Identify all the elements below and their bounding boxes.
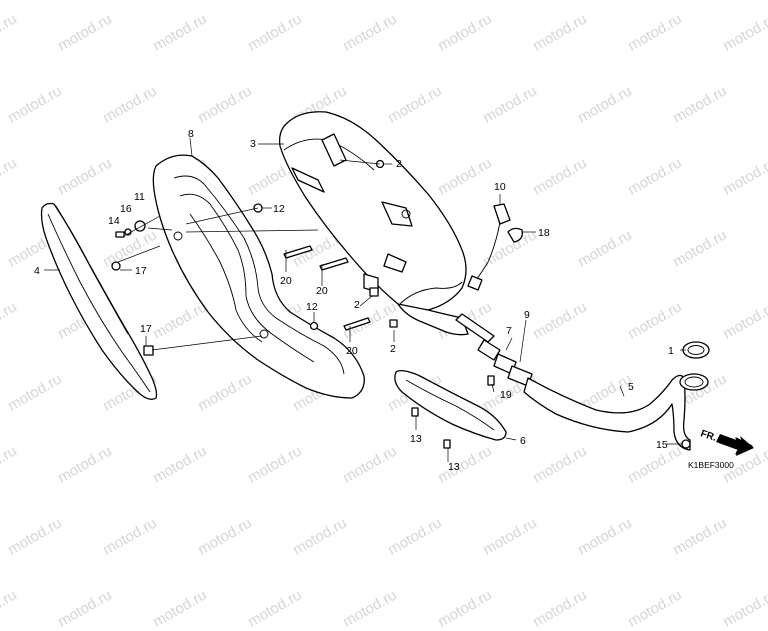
callout-2: 2 <box>396 158 402 170</box>
watermark-text: motod.ru <box>720 586 768 631</box>
direction-label: FR. <box>699 428 718 444</box>
callout-numbers: 3 2 8 12 11 16 14 4 17 20 20 2 12 17 20 … <box>34 128 674 473</box>
fasteners <box>111 159 691 449</box>
callout-13: 13 <box>448 461 460 473</box>
parts-diagram: motod.ru motod.ru motod.ru motod.ru motod.ru… <box>0 10 768 630</box>
callout-20: 20 <box>280 275 292 287</box>
callout-20: 20 <box>346 345 358 357</box>
callout-13: 13 <box>410 433 422 445</box>
callout-15: 15 <box>656 439 668 451</box>
watermark-text: motod.ru <box>55 586 115 631</box>
leader-lines <box>44 137 686 462</box>
callout-1: 1 <box>668 345 674 357</box>
callout-16: 16 <box>120 203 132 215</box>
muffler <box>278 111 469 336</box>
outer-cover <box>40 202 158 400</box>
watermark-text: motod.ru <box>530 586 590 631</box>
front-direction-arrow: FR. <box>699 428 754 456</box>
exhaust-pipe <box>455 313 710 451</box>
exploded-view-drawing: FR. 3 2 8 12 11 16 14 4 17 20 20 2 12 17… <box>34 111 754 473</box>
callout-20: 20 <box>316 285 328 297</box>
watermark-text: motod.ru <box>245 586 305 631</box>
heat-protector <box>394 370 507 441</box>
callout-18: 18 <box>538 227 550 239</box>
inner-cover <box>152 154 365 399</box>
diagram-code: K1BEF3000 <box>688 460 734 470</box>
callout-4: 4 <box>34 265 40 277</box>
callout-14: 14 <box>108 215 120 227</box>
callout-17: 17 <box>135 265 147 277</box>
callout-11: 11 <box>134 191 145 203</box>
callout-17: 17 <box>140 323 152 335</box>
watermark-text: motod.ru <box>150 586 210 631</box>
callout-5: 5 <box>628 381 634 393</box>
watermark-text: motod.ru <box>0 586 20 631</box>
callout-7: 7 <box>506 325 512 337</box>
callout-6: 6 <box>520 435 526 447</box>
callout-12: 12 <box>273 203 285 215</box>
oxygen-sensor <box>467 203 523 291</box>
watermark-text: motod.ru <box>625 586 685 631</box>
callout-2: 2 <box>390 343 396 355</box>
callout-8: 8 <box>188 128 194 140</box>
callout-2: 2 <box>354 299 360 311</box>
watermark-text: motod.ru <box>435 586 495 631</box>
callout-10: 10 <box>494 181 506 193</box>
watermark-text: motod.ru <box>340 586 400 631</box>
callout-3: 3 <box>250 138 256 150</box>
callout-12: 12 <box>306 301 318 313</box>
callout-19: 19 <box>500 389 512 401</box>
callout-9: 9 <box>524 309 530 321</box>
